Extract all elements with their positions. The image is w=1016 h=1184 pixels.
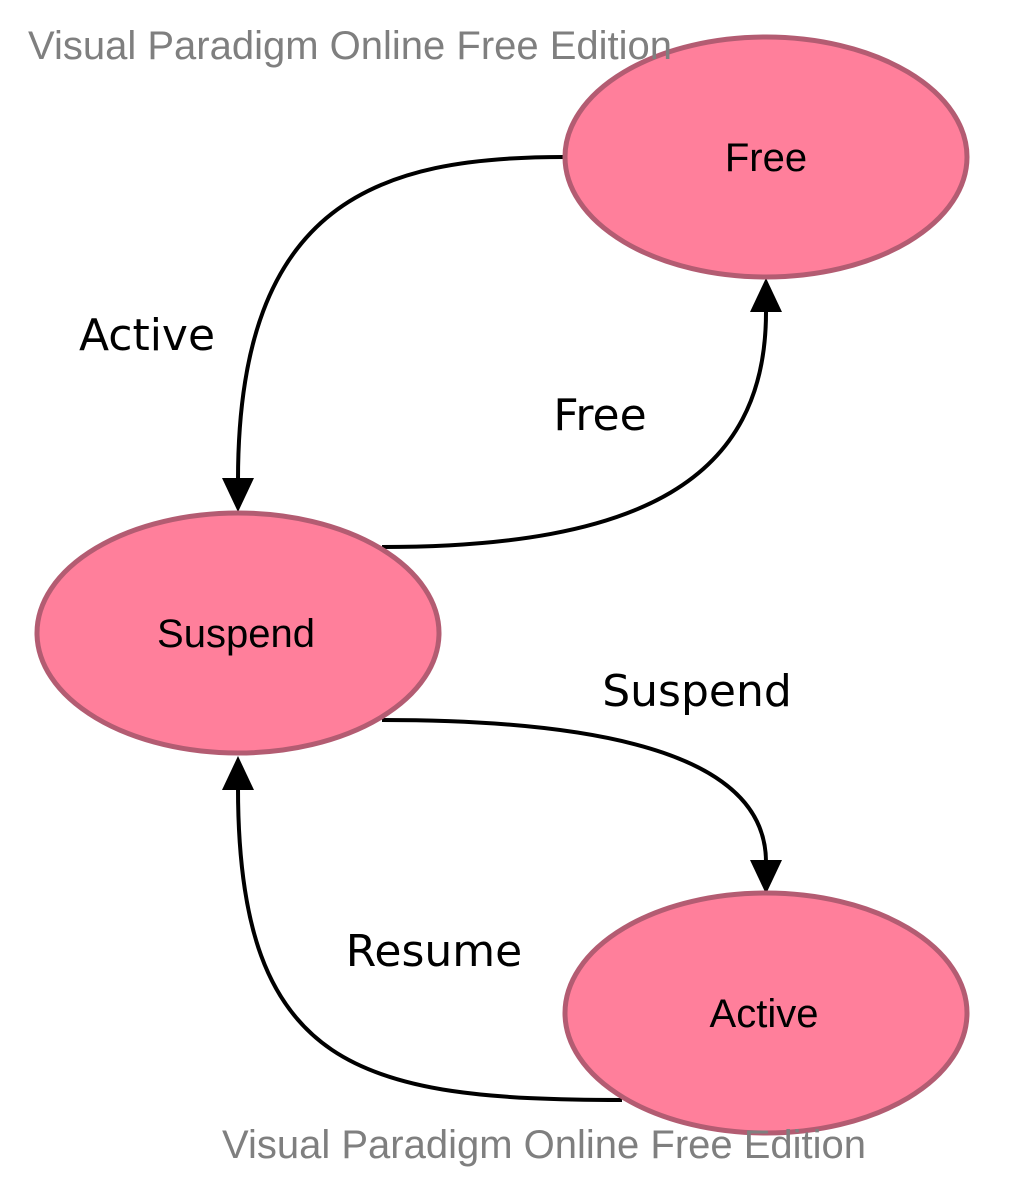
transition-active-to-suspend[interactable]	[222, 756, 623, 1102]
transition-label-active: Active	[79, 310, 215, 361]
transition-active-to-suspend-arrowhead	[222, 756, 254, 790]
state-free-label: Free	[725, 136, 807, 180]
transition-free-to-suspend[interactable]	[222, 155, 565, 512]
transition-label-resume: Resume	[346, 926, 522, 977]
state-free[interactable]: Free	[562, 34, 970, 280]
transition-suspend-to-active-line	[381, 718, 768, 863]
transition-label-free: Free	[553, 390, 646, 441]
state-suspend-shape	[34, 510, 442, 756]
state-active-shape	[562, 890, 970, 1136]
state-suspend-label: Suspend	[157, 612, 315, 656]
transition-label-suspend: Suspend	[602, 666, 792, 717]
transition-active-to-suspend-line	[236, 787, 623, 1102]
transition-suspend-to-free-line	[381, 311, 768, 549]
watermark-top: Visual Paradigm Online Free Edition	[28, 24, 673, 68]
transition-free-to-suspend-arrowhead	[222, 478, 254, 512]
transition-suspend-to-active-arrowhead	[750, 860, 782, 894]
state-suspend[interactable]: Suspend	[34, 510, 442, 756]
transition-suspend-to-free-arrowhead	[750, 278, 782, 312]
state-free-shape	[562, 34, 970, 280]
transition-free-to-suspend-line	[236, 155, 565, 481]
watermark-bottom: Visual Paradigm Online Free Edition	[222, 1123, 867, 1167]
transition-suspend-to-active[interactable]	[381, 718, 782, 894]
state-active-label: Active	[710, 992, 819, 1036]
transition-suspend-to-free[interactable]	[381, 278, 782, 549]
state-active[interactable]: Active	[562, 890, 970, 1136]
